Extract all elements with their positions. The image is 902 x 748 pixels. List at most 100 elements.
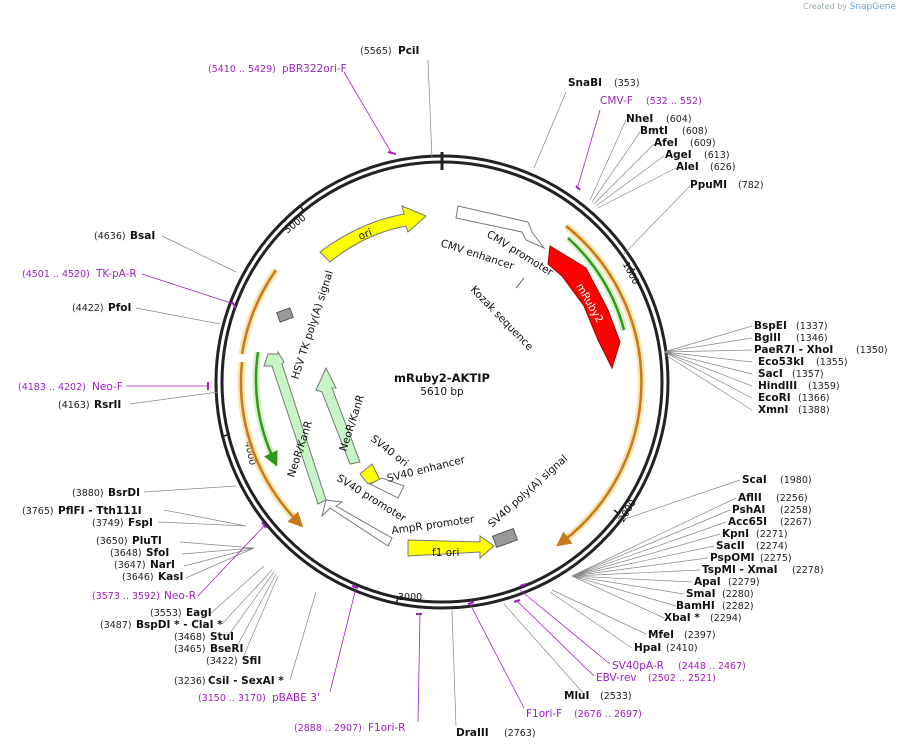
orf-arcs <box>237 223 645 547</box>
site-pos-acc65i: (2267) <box>780 517 812 528</box>
site-pos-rsrii: (4163) <box>58 400 90 411</box>
site-name-xhoi: PaeR7I - XhoI <box>754 344 833 356</box>
site-name-bsrdi: BsrDI <box>108 487 140 499</box>
feature-label-ori: ori <box>357 227 374 243</box>
site-pos-bsai: (4636) <box>94 231 126 242</box>
primer-name-neo-r: Neo-R <box>164 590 196 602</box>
primer-name-f1ori-r: F1ori-R <box>368 722 405 734</box>
site-name-pcii: PciI <box>398 45 419 57</box>
primer-name-pbr322ori-f: pBR322ori-F <box>282 63 347 75</box>
feature-cmv-enhancer <box>455 205 546 250</box>
site-pos-ecori: (1366) <box>798 393 830 404</box>
site-name-tth111i: PflFI - Tth111I <box>58 505 142 517</box>
orf-left-upper-arc <box>240 269 278 355</box>
site-pos-bspei: (1337) <box>796 321 828 332</box>
site-name-hindiii: HindIII <box>758 380 797 392</box>
site-pos-smai: (2280) <box>722 589 754 600</box>
site-name-agei: AgeI <box>665 149 692 161</box>
site-leader-lines <box>129 59 753 727</box>
site-name-aflii: AflII <box>738 492 762 504</box>
site-name-pluti: PluTI <box>132 535 162 547</box>
site-name-smai: SmaI <box>686 588 716 600</box>
site-pos-clai: (3487) <box>100 620 132 631</box>
site-pos-hpai: (2410) <box>666 643 698 654</box>
site-pos-xmai: (2278) <box>792 565 824 576</box>
site-name-apai: ApaI <box>694 576 721 588</box>
credit-prefix: Created by <box>803 2 848 11</box>
site-pos-sfoi: (3648) <box>110 548 142 559</box>
snapgene-credit: Created by SnapGene <box>803 2 896 12</box>
site-name-hpai: HpaI <box>634 642 661 654</box>
orf-left-lower-arc <box>239 361 304 528</box>
primer-name-cmv-f: CMV-F <box>600 95 633 107</box>
site-name-ppumi: PpuMI <box>690 179 727 191</box>
site-pos-bglii: (1346) <box>796 333 828 344</box>
primer-range-f1ori-f: (2676 .. 2697) <box>574 709 642 720</box>
site-pos-snabi: (353) <box>614 78 640 89</box>
site-pos-eagi: (3553) <box>150 608 182 619</box>
site-name-clai: BspDI * - ClaI * <box>136 619 223 631</box>
primer-range-f1ori-r: (2888 .. 2907) <box>294 723 362 734</box>
site-pos-bsrdi: (3880) <box>72 488 104 499</box>
site-name-bseri: BseRI <box>210 643 243 655</box>
site-pos-saci: (1357) <box>792 369 824 380</box>
site-pos-sexai: (3236) <box>174 676 206 687</box>
feature-label-sv40-polya: SV40 poly(A) signal <box>486 453 570 531</box>
site-pos-mlui: (2533) <box>600 691 632 702</box>
tick-4000 <box>223 433 231 437</box>
primer-marks <box>207 151 581 615</box>
site-pos-nari: (3647) <box>114 560 146 571</box>
site-name-afei: AfeI <box>654 137 678 149</box>
primer-range-neo-f: (4183 .. 4202) <box>18 382 86 393</box>
site-labels: (5565) PciI SnaBI (353) NheI (604) BmtI … <box>22 45 888 739</box>
credit-brand: SnapGene <box>849 2 896 12</box>
site-name-kasi: KasI <box>158 571 183 583</box>
site-name-stui: StuI <box>210 631 234 643</box>
feature-mruby2 <box>547 245 621 370</box>
feature-ori <box>319 205 427 263</box>
primer-name-pbabe3: pBABE 3' <box>272 692 320 704</box>
site-pos-afei: (609) <box>690 138 716 149</box>
site-pos-pspomi: (2275) <box>760 553 792 564</box>
tick-3000 <box>395 597 399 605</box>
feature-hsv-tk-polya <box>276 307 294 323</box>
feature-label-hsv-tk: HSV TK poly(A) signal <box>289 269 336 381</box>
site-name-nhei: NheI <box>626 113 653 125</box>
site-pos-kpni: (2271) <box>756 529 788 540</box>
primer-range-cmv-f: (532 .. 552) <box>646 96 702 107</box>
site-pos-bamhi: (2282) <box>722 601 754 612</box>
site-pos-xbai: (2294) <box>710 613 742 624</box>
site-name-sfoi: SfoI <box>146 547 169 559</box>
site-pos-sacii: (2274) <box>756 541 788 552</box>
primer-leader-lines <box>126 71 611 723</box>
feature-kozak-mark <box>515 277 525 289</box>
site-pos-xmni: (1388) <box>798 405 830 416</box>
site-pos-bmti: (608) <box>682 126 708 137</box>
site-name-ecori: EcoRI <box>758 392 791 404</box>
site-name-bglii: BglII <box>754 332 781 344</box>
site-name-pfoi: PfoI <box>108 302 131 314</box>
features <box>263 205 621 560</box>
feature-label-sv40-ori: SV40 ori <box>368 433 410 470</box>
site-pos-stui: (3468) <box>174 632 206 643</box>
site-name-eagi: EagI <box>186 607 212 619</box>
site-pos-scai: (1980) <box>780 475 812 486</box>
orf-neo-green-arc <box>254 351 278 467</box>
site-name-nari: NarI <box>150 559 175 571</box>
site-name-pshai: PshAI <box>732 504 765 516</box>
site-pos-aflii: (2256) <box>776 493 808 504</box>
site-name-sacii: SacII <box>716 540 745 552</box>
feature-neor-outer <box>263 350 327 505</box>
site-name-rsrii: RsrII <box>94 399 121 411</box>
primer-range-sv40pa-r: (2448 .. 2467) <box>678 661 746 672</box>
site-name-saci: SacI <box>758 368 783 380</box>
plasmid-size: 5610 bp <box>420 386 464 398</box>
plasmid-name: mRuby2-AKTIP <box>394 371 490 385</box>
site-name-alei: AleI <box>676 161 699 173</box>
site-name-mlui: MluI <box>564 690 589 702</box>
primer-range-pbr322ori-f: (5410 .. 5429) <box>208 64 276 75</box>
site-name-bamhi: BamHI <box>676 600 715 612</box>
site-name-xbai: XbaI * <box>664 612 700 624</box>
site-name-acc65i: Acc65I <box>728 516 767 528</box>
